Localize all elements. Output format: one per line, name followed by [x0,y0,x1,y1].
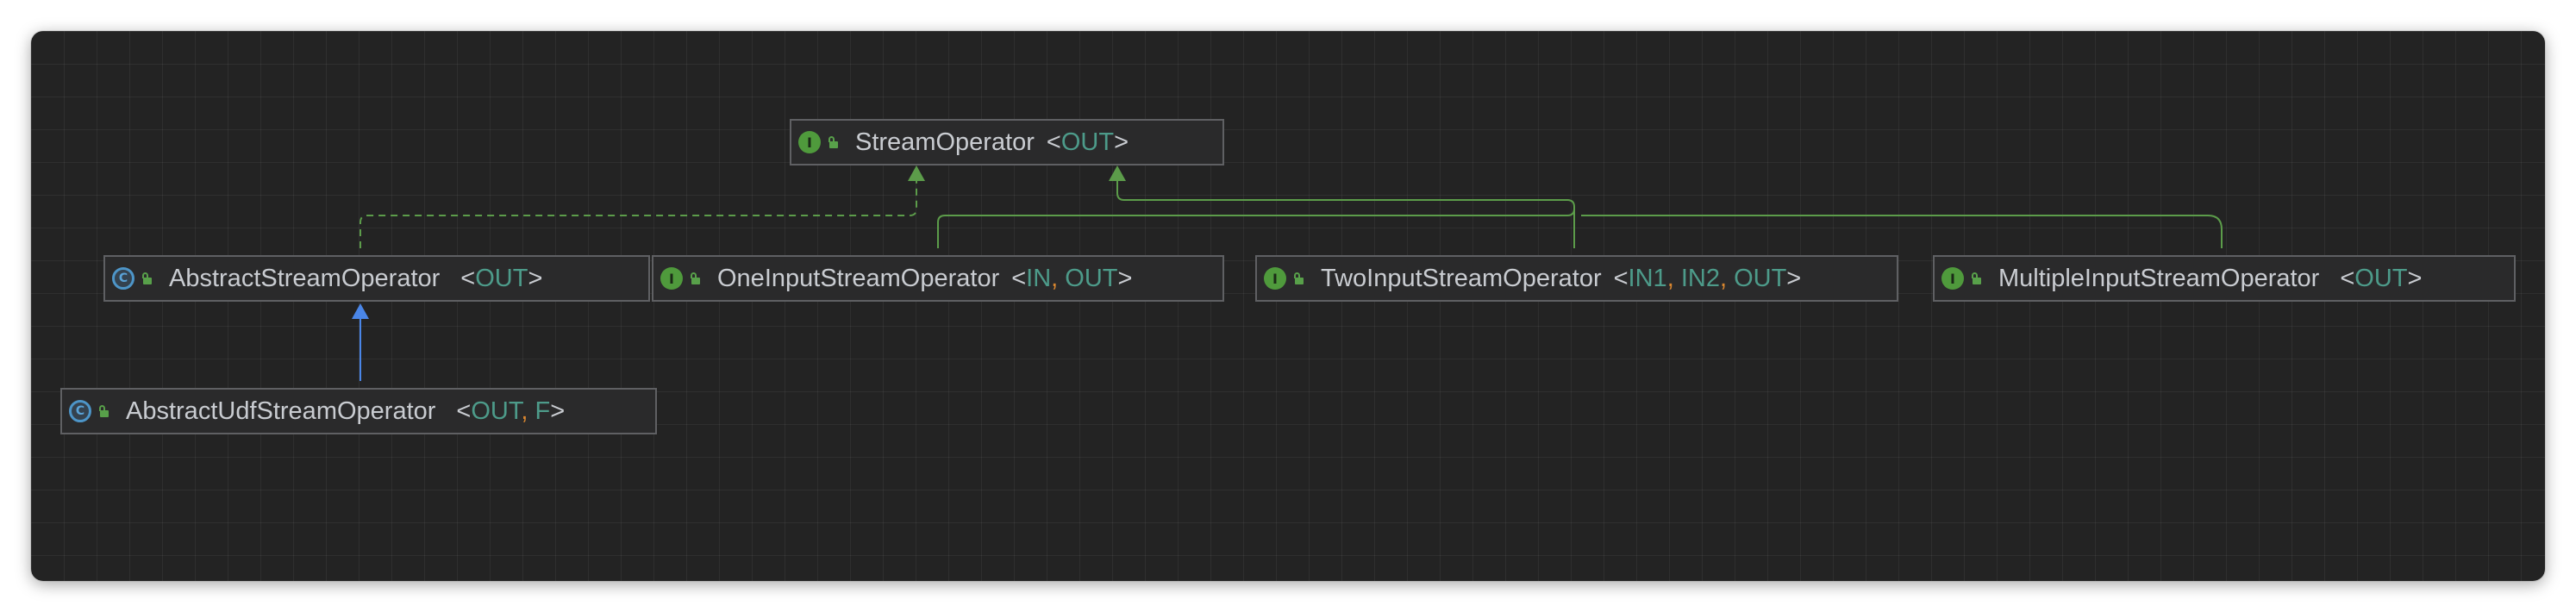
lock-icon [1293,272,1304,284]
angle-bracket-close: > [550,397,566,425]
class-name: AbstractStreamOperator [169,264,441,292]
class-name: TwoInputStreamOperator [1321,264,1602,292]
angle-bracket-open: < [460,264,476,292]
edge-multiple-input-extends-stream-operator [1581,215,2223,248]
type-parameter-separator: , [521,397,535,425]
angle-bracket-close: > [1786,264,1802,292]
lock-icon [141,272,152,284]
lock-icon [828,136,838,148]
type-parameter: OUT [475,264,528,292]
diagram-canvas[interactable]: I StreamOperator <OUT> C AbstractStreamO… [31,31,2545,581]
edge-one-input-implements-stream-operator [937,208,1575,248]
type-parameters: <OUT> [1047,128,1129,157]
type-parameter: IN1 [1628,264,1667,292]
node-two-input-stream-operator[interactable]: I TwoInputStreamOperator <IN1, IN2, OUT> [1255,255,1898,302]
type-parameters: <OUT, F> [456,397,565,426]
abstract-class-badge-icon: C [112,267,134,290]
class-name: MultipleInputStreamOperator [1998,264,2320,292]
lock-icon [690,272,700,284]
arrowhead-solid-extends [1109,165,1126,181]
type-parameters: <OUT> [460,265,542,293]
type-parameter: OUT [2354,264,2408,292]
type-parameters: <IN, OUT> [1011,265,1132,293]
angle-bracket-open: < [1011,264,1027,292]
interface-badge-icon: I [798,131,821,153]
angle-bracket-close: > [1114,128,1129,156]
angle-bracket-open: < [2340,264,2355,292]
lock-icon [1971,272,1981,284]
angle-bracket-close: > [528,264,543,292]
class-name: AbstractUdfStreamOperator [126,397,436,425]
type-parameters: <IN1, IN2, OUT> [1614,265,1802,293]
edge-two-input-extends-stream-operator [1116,179,1575,248]
node-stream-operator[interactable]: I StreamOperator <OUT> [790,119,1224,165]
type-parameter: F [535,397,551,425]
class-name: StreamOperator [855,128,1035,156]
type-parameter: OUT [1734,264,1787,292]
node-one-input-stream-operator[interactable]: I OneInputStreamOperator <IN, OUT> [652,255,1224,302]
node-abstract-udf-stream-operator[interactable]: C AbstractUdfStreamOperator <OUT, F> [60,388,657,434]
angle-bracket-open: < [1046,128,1061,156]
type-parameter: OUT [1065,264,1118,292]
edge-layer [352,165,2223,381]
edge-abstract-stream-operator-implements-stream-operator [360,179,917,248]
type-parameters: <OUT> [2340,265,2422,293]
lock-icon [98,405,109,417]
interface-badge-icon: I [660,267,683,290]
angle-bracket-close: > [2407,264,2423,292]
type-parameter: IN2 [1680,264,1720,292]
arrowhead-dashed-implements [908,165,925,181]
arrowhead-blue-extends [352,303,369,319]
type-parameter-separator: , [1719,264,1735,292]
angle-bracket-close: > [1117,264,1133,292]
interface-badge-icon: I [1941,267,1964,290]
interface-badge-icon: I [1264,267,1286,290]
type-parameter: OUT [471,397,522,425]
angle-bracket-open: < [456,397,472,425]
abstract-class-badge-icon: C [69,400,91,422]
type-parameter-separator: , [1051,264,1066,292]
angle-bracket-open: < [1613,264,1629,292]
type-parameter: IN [1026,264,1052,292]
node-multiple-input-stream-operator[interactable]: I MultipleInputStreamOperator <OUT> [1933,255,2516,302]
type-parameter-separator: , [1666,264,1681,292]
type-parameter: OUT [1060,128,1115,156]
class-name: OneInputStreamOperator [717,264,1000,292]
node-abstract-stream-operator[interactable]: C AbstractStreamOperator <OUT> [103,255,650,302]
